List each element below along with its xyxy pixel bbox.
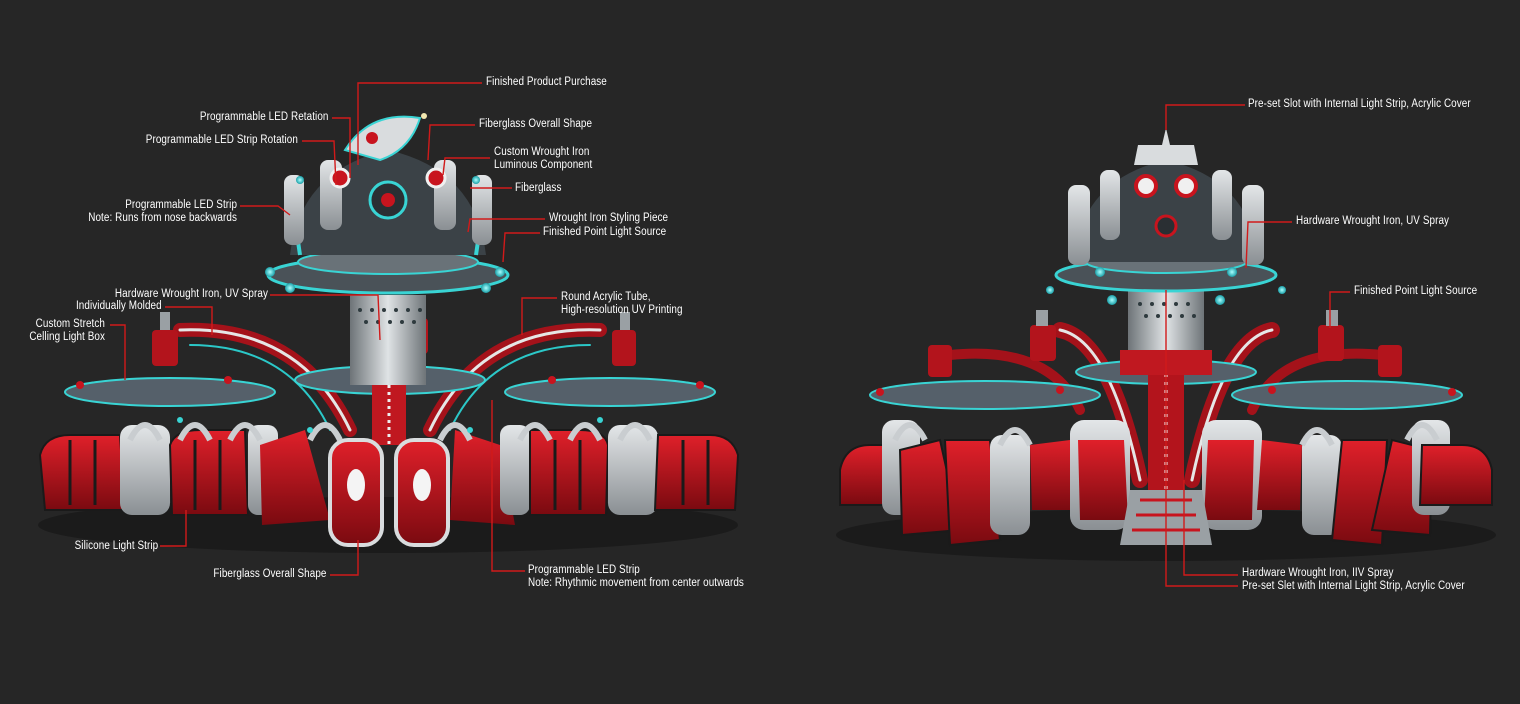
label-fiberglass-overall-shape-bottom: Fiberglass Overall Shape bbox=[213, 568, 327, 580]
label-finished-point-light-source-left: Finished Point Light Source bbox=[543, 226, 667, 238]
label-preset-slot-top: Pre-set Slot with Internal Light Strip, … bbox=[1248, 98, 1471, 110]
label-hardware-wrought-iron-left: Hardware Wrought Iron, UV Spray bbox=[114, 288, 268, 300]
label-individually-molded: Individually Molded bbox=[76, 300, 162, 312]
left-ride bbox=[38, 113, 740, 553]
label-wrought-iron-styling-piece: Wrought Iron Styling Piece bbox=[549, 212, 669, 224]
label-round-acrylic-tube: Round Acrylic Tube,High-resolution UV Pr… bbox=[561, 291, 683, 316]
label-preset-slet-bottom: Pre-set Slet with Internal Light Strip, … bbox=[1242, 580, 1465, 592]
right-seat-clusters bbox=[839, 386, 1493, 547]
label-programmable-led-strip-rotation: Programmable LED Strip Rotation bbox=[145, 134, 298, 146]
label-hardware-wrought-iron-right: Hardware Wrought Iron, UV Spray bbox=[1296, 215, 1450, 227]
label-fiberglass: Fiberglass bbox=[515, 182, 562, 194]
label-hardware-wrought-iron-bottom: Hardware Wrought Iron, IIV Spray bbox=[1242, 567, 1394, 579]
left-center-tower bbox=[350, 295, 426, 385]
left-sweep-arms bbox=[173, 322, 607, 437]
label-fiberglass-overall-shape-top: Fiberglass Overall Shape bbox=[479, 118, 593, 130]
label-finished-point-light-source-right: Finished Point Light Source bbox=[1354, 285, 1478, 297]
right-crown bbox=[1046, 128, 1286, 305]
lamp-post bbox=[152, 330, 178, 366]
leader-lines bbox=[110, 82, 1350, 587]
left-seat-clusters bbox=[38, 376, 740, 547]
label-silicone-light-strip: Silicone Light Strip bbox=[74, 540, 158, 552]
left-crown bbox=[265, 113, 510, 295]
label-finished-product-purchase: Finished Product Purchase bbox=[486, 76, 607, 88]
label-programmable-led-retation: Programmable LED Retation bbox=[200, 111, 329, 123]
